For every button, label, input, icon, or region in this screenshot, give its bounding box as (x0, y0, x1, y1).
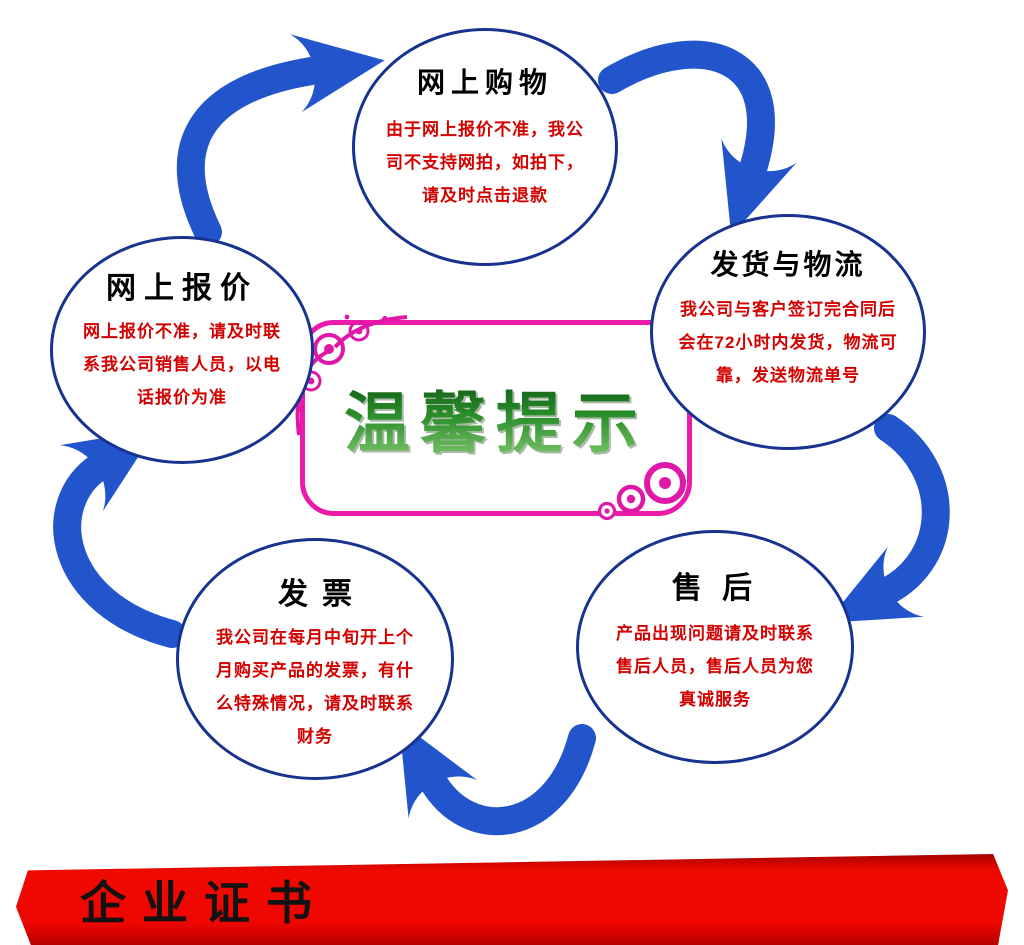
bubble-online-shopping: 网上购物 由于网上报价不准，我公司不支持网拍，如拍下，请及时点击退款 (352, 28, 618, 266)
center-tips-frame: 温馨提示 (295, 314, 692, 521)
bubble-invoice-body: 我公司在每月中旬开上个月购买产品的发票，有什么特殊情况，请及时联系财务 (216, 628, 414, 747)
bubble-shipping-body: 我公司与客户签订完合同后会在72小时内发货，物流可靠，发送物流单号 (678, 300, 898, 386)
bubble-after-sales: 售 后 产品出现问题请及时联系售后人员，售后人员为您真诚服务 (576, 530, 854, 764)
arrow-top-to-right (598, 40, 797, 236)
arrow-right-to-bottom-right (826, 414, 950, 623)
bubble-after-sales-title: 售 后 (671, 572, 759, 605)
bubble-invoice-title: 发票 (278, 578, 366, 611)
bubble-online-shopping-title: 网上购物 (416, 67, 553, 98)
bubble-online-quote: 网上报价 网上报价不准，请及时联系我公司销售人员，以电话报价为准 (50, 236, 314, 464)
enterprise-certificate-banner: 企业证书 (16, 854, 1008, 945)
bubble-after-sales-body: 产品出现问题请及时联系售后人员，售后人员为您真诚服务 (616, 624, 814, 710)
arrow-left-to-top (176, 34, 385, 246)
donut-circles-ornament (597, 462, 686, 521)
bubble-online-quote-body: 网上报价不准，请及时联系我公司销售人员，以电话报价为准 (83, 322, 281, 408)
bubble-invoice: 发票 我公司在每月中旬开上个月购买产品的发票，有什么特殊情况，请及时联系财务 (176, 538, 454, 780)
center-tips-title: 温馨提示 (344, 370, 648, 466)
arrow-bottom-left-to-left (53, 429, 186, 648)
enterprise-certificate-label: 企业证书 (80, 876, 328, 929)
bubble-shipping-title: 发货与物流 (710, 249, 866, 280)
bubble-online-quote-title: 网上报价 (106, 272, 258, 305)
arrow-bottom-right-to-bottom-left (398, 721, 596, 836)
bubble-online-shopping-body: 由于网上报价不准，我公司不支持网拍，如拍下，请及时点击退款 (386, 120, 584, 206)
bubble-shipping: 发货与物流 我公司与客户签订完合同后会在72小时内发货，物流可靠，发送物流单号 (650, 214, 926, 450)
